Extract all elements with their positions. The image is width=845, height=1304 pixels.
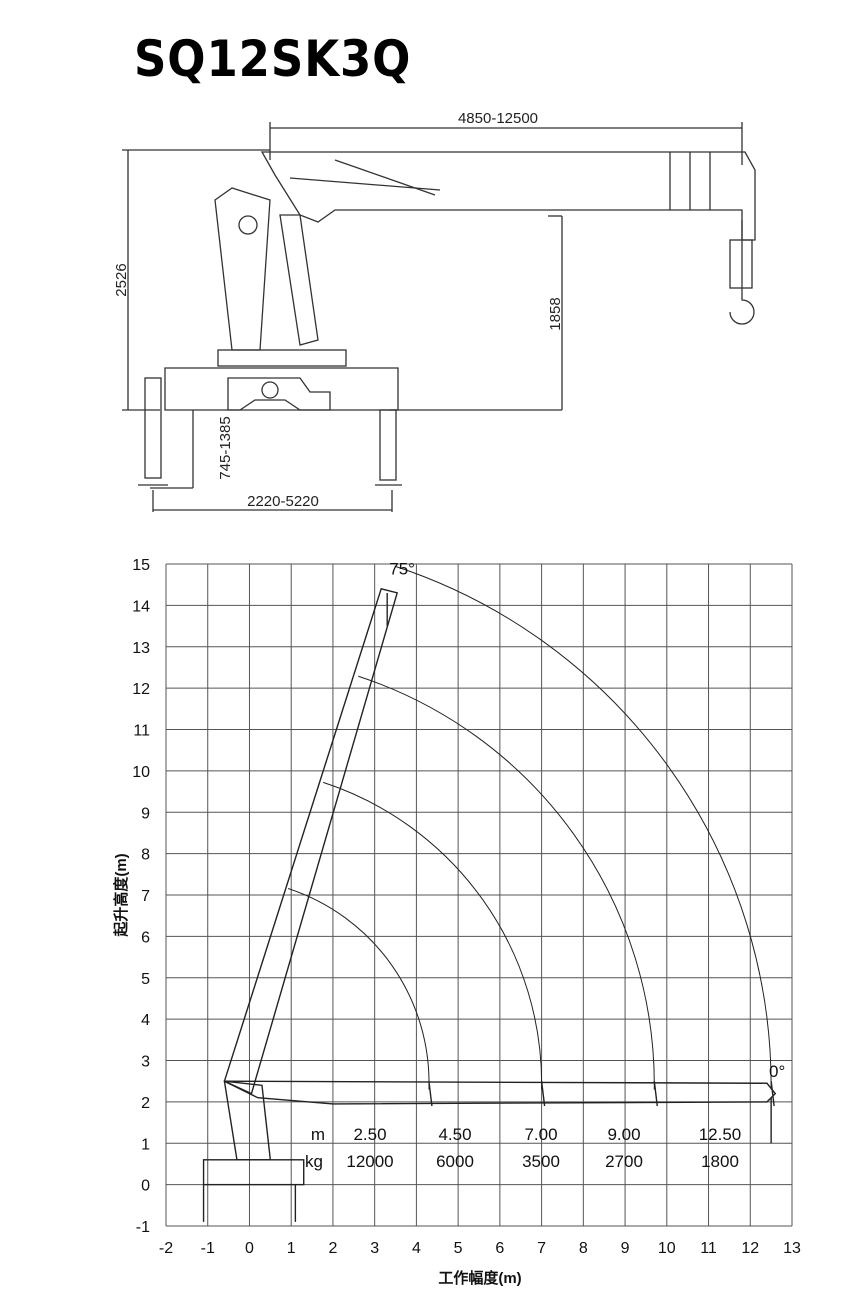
base-frame [164,367,399,411]
angle-max-label: 75° [389,559,415,578]
y-tick-label: 13 [132,640,150,657]
dim-boom-height: 1858 [547,297,564,330]
y-tick-label: -1 [136,1219,150,1236]
y-axis-label: 起升高度(m) [112,853,130,937]
y-tick-label: 7 [141,888,150,905]
x-tick-label: 5 [454,1240,463,1257]
boom-section-joint [428,1081,433,1107]
working-range-arc [287,888,430,1090]
x-tick-label: 8 [579,1240,588,1257]
y-tick-label: 15 [132,557,150,574]
x-tick-label: 6 [495,1240,504,1257]
load-table-radius: 7.00 [524,1125,557,1144]
load-table-load: 6000 [436,1152,474,1171]
x-tick-label: 11 [700,1240,717,1257]
x-axis-label: 工作幅度(m) [438,1269,521,1287]
radius-unit: m [311,1125,325,1144]
model-title: SQ12SK3Q [134,30,412,88]
hook-block [729,239,753,289]
load-table-load: 3500 [522,1152,560,1171]
crane-base [202,1159,305,1186]
x-tick-label: 0 [245,1240,254,1257]
load-table-load: 1800 [701,1152,739,1171]
load-table-load: 2700 [605,1152,643,1171]
working-range-arc [358,675,655,1090]
y-tick-label: 5 [141,971,150,988]
dim-outrigger-height: 745-1385 [217,416,234,479]
load-table-radius: 2.50 [353,1125,386,1144]
boom-section-joint [540,1081,546,1107]
working-range-arc [323,781,543,1090]
x-tick-label: 4 [412,1240,421,1257]
slewing-ring [217,349,347,367]
x-tick-label: -1 [201,1240,215,1257]
hook-icon [729,290,755,325]
x-tick-label: -2 [159,1240,173,1257]
y-tick-label: 3 [141,1054,150,1071]
working-range-arc [394,565,772,1090]
crane-column [214,187,271,351]
y-tick-label: 4 [141,1012,150,1029]
y-tick-label: 6 [141,929,150,946]
luffing-cylinder [279,214,319,346]
y-tick-label: 11 [133,723,150,740]
dim-boom-length: 4850-12500 [458,110,538,127]
crane-side-drawing: 4850-12500 2526 1858 745-1385 2220-5220 [113,110,756,512]
y-tick-label: 9 [141,805,150,822]
boom-raised [223,587,399,1095]
outrigger-leg-left [144,377,162,479]
dim-outrigger-span: 2220-5220 [247,493,319,510]
outrigger-leg-right [379,409,397,481]
y-tick-label: 8 [141,847,150,864]
x-tick-label: 13 [783,1240,801,1257]
boom-horizontal [224,1080,777,1105]
y-tick-label: 2 [141,1095,150,1112]
load-table-radius: 9.00 [607,1125,640,1144]
y-tick-label: 10 [132,764,150,781]
y-tick-label: 1 [141,1136,150,1153]
x-tick-label: 3 [370,1240,379,1257]
boom-section-joint [770,1081,775,1107]
x-tick-label: 7 [537,1240,546,1257]
dim-overall-height: 2526 [113,263,130,296]
x-tick-label: 2 [328,1240,337,1257]
x-tick-label: 12 [741,1240,759,1257]
boom-section-joint [653,1081,658,1107]
y-tick-label: 14 [132,598,150,615]
y-tick-label: 12 [132,681,150,698]
angle-min-label: 0° [769,1062,785,1081]
boom [260,151,756,241]
x-tick-label: 1 [287,1240,296,1257]
x-tick-label: 10 [658,1240,676,1257]
load-table-radius: 4.50 [438,1125,471,1144]
load-unit: kg [305,1152,323,1171]
load-table-load: 12000 [346,1152,393,1171]
load-table-radius: 12.50 [699,1125,742,1144]
y-tick-label: 0 [141,1178,150,1195]
x-tick-label: 9 [621,1240,630,1257]
